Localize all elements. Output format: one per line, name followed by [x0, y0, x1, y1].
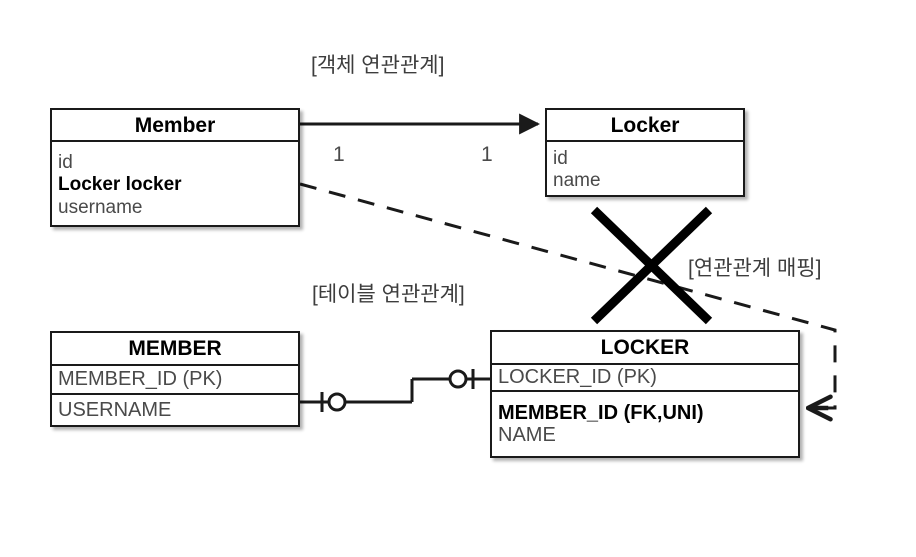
entity-member-fields: id Locker locker username [52, 142, 298, 227]
entity-member: Member id Locker locker username [50, 108, 300, 227]
column-row: LOCKER_ID (PK) [498, 365, 657, 388]
table-association-connector [300, 369, 490, 412]
label-relation-mapping: [연관관계 매핑] [688, 257, 822, 280]
entity-locker-fields: id name [547, 142, 743, 197]
label-object-relation: [객체 연관관계] [311, 54, 445, 77]
table-locker-column-group: MEMBER_ID (FK,UNI) NAME [492, 392, 798, 456]
field-row: id [553, 147, 568, 169]
table-locker: LOCKER LOCKER_ID (PK) MEMBER_ID (FK,UNI)… [490, 330, 800, 458]
multiplicity-right: 1 [481, 143, 493, 166]
table-member-column: MEMBER_ID (PK) [52, 366, 298, 395]
multiplicity-left: 1 [333, 143, 345, 166]
column-row: NAME [498, 424, 556, 446]
entity-locker-title: Locker [547, 110, 743, 142]
table-member-title: MEMBER [52, 333, 298, 366]
column-row: MEMBER_ID (FK,UNI) [498, 401, 704, 424]
field-row: Locker locker [58, 174, 182, 196]
table-locker-column: LOCKER_ID (PK) [492, 365, 798, 392]
column-row: MEMBER_ID (PK) [58, 367, 223, 390]
column-row: USERNAME [58, 399, 172, 422]
entity-member-title: Member [52, 110, 298, 142]
field-row: id [58, 152, 73, 174]
field-row: username [58, 196, 143, 218]
table-member-column: USERNAME [52, 395, 298, 427]
table-member: MEMBER MEMBER_ID (PK) USERNAME [50, 331, 300, 427]
entity-locker: Locker id name [545, 108, 745, 197]
table-locker-title: LOCKER [492, 332, 798, 365]
field-row: name [553, 170, 601, 191]
label-table-relation: [테이블 연관관계] [312, 283, 465, 306]
